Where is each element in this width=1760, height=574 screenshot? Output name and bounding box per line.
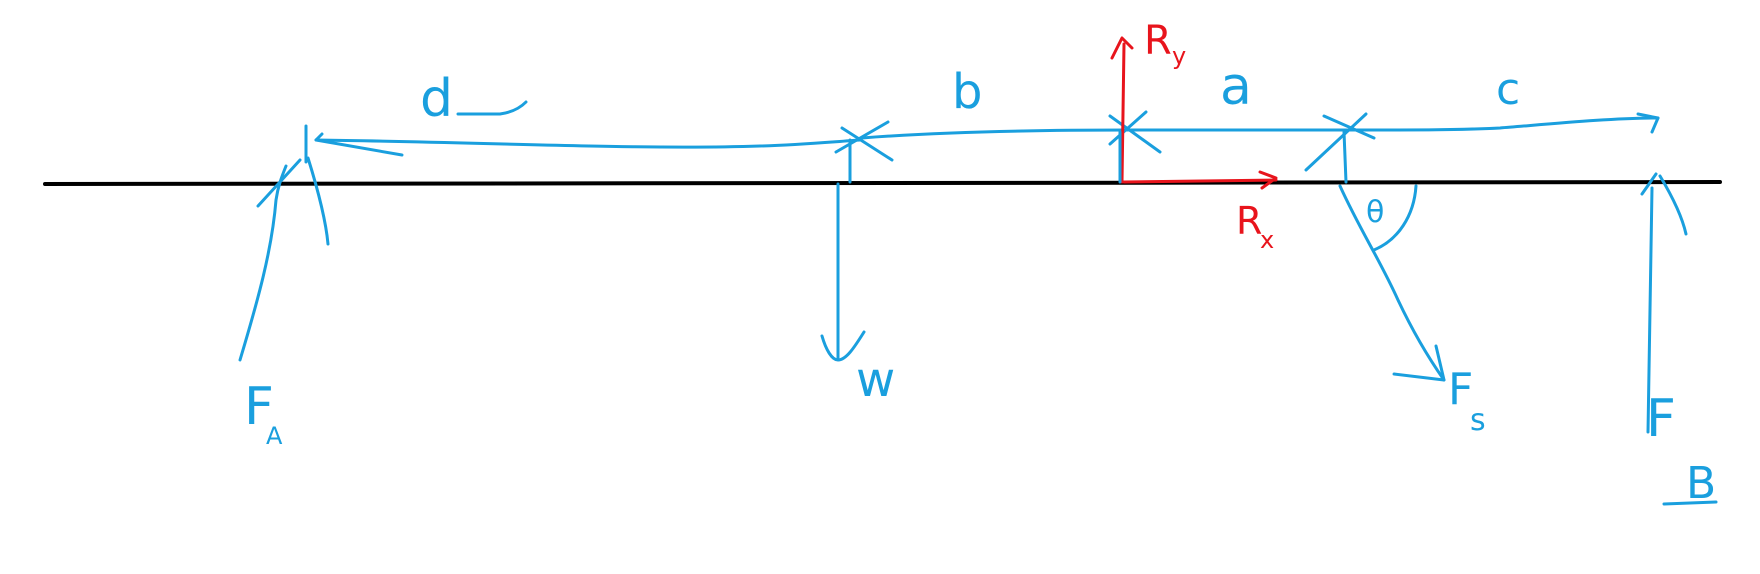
label-fb: F bbox=[1646, 389, 1676, 449]
force-fa-shaft bbox=[238, 164, 288, 362]
label-w: w bbox=[856, 352, 895, 408]
label-d-tail bbox=[456, 100, 528, 116]
label-fb-underline bbox=[1662, 500, 1718, 506]
label-d: d bbox=[420, 69, 453, 129]
label-fa: F bbox=[244, 377, 274, 437]
label-rx-sub: x bbox=[1260, 226, 1274, 254]
label-b: b bbox=[952, 64, 982, 120]
force-fs bbox=[1338, 130, 1446, 382]
reaction-rx-head bbox=[1258, 170, 1278, 190]
dimension-c-line bbox=[1348, 116, 1660, 132]
label-rx: R bbox=[1236, 199, 1262, 243]
force-fs-shaft bbox=[1338, 184, 1446, 382]
dimension-lines bbox=[304, 110, 1660, 172]
force-fb-head-right bbox=[1658, 174, 1688, 236]
label-c: c bbox=[1496, 64, 1520, 115]
reaction-forces bbox=[1110, 36, 1278, 190]
reaction-ry-shaft bbox=[1120, 42, 1126, 184]
force-fb bbox=[1640, 172, 1688, 434]
cross-fs-2 bbox=[1304, 112, 1368, 172]
dimension-labels: d b a c bbox=[420, 57, 1520, 129]
angle-arc bbox=[1372, 184, 1418, 252]
reaction-ry-head bbox=[1110, 36, 1134, 60]
cross-pin-2 bbox=[1108, 110, 1148, 146]
force-fs-head bbox=[1392, 344, 1446, 382]
force-fs-stem bbox=[1342, 130, 1348, 184]
force-fa-head-right bbox=[306, 156, 330, 246]
label-fb-sub: B bbox=[1686, 458, 1716, 509]
label-fa-sub: A bbox=[266, 422, 283, 450]
arrowhead-left-fa bbox=[314, 132, 404, 157]
label-ry: R bbox=[1144, 18, 1172, 64]
label-a: a bbox=[1220, 57, 1252, 117]
label-fs: F bbox=[1448, 364, 1473, 415]
cross-fs-1 bbox=[1322, 114, 1376, 140]
cross-w-1 bbox=[840, 126, 894, 162]
force-w-head bbox=[820, 330, 866, 362]
label-angle: θ bbox=[1366, 195, 1384, 230]
force-w bbox=[820, 138, 866, 362]
cross-pin-1 bbox=[1108, 114, 1162, 154]
force-fa bbox=[238, 156, 330, 362]
arrowhead-right-c bbox=[1636, 112, 1660, 134]
beam-line bbox=[43, 180, 1722, 186]
force-fb-shaft bbox=[1646, 186, 1654, 434]
reaction-rx-shaft bbox=[1122, 178, 1278, 184]
label-fs-sub: s bbox=[1470, 403, 1486, 438]
dimension-d-line bbox=[314, 138, 862, 149]
label-ry-sub: y bbox=[1172, 42, 1186, 70]
force-fb-head-left bbox=[1640, 172, 1658, 196]
force-fa-head-left bbox=[256, 158, 302, 208]
dimension-b-line bbox=[860, 128, 1132, 140]
